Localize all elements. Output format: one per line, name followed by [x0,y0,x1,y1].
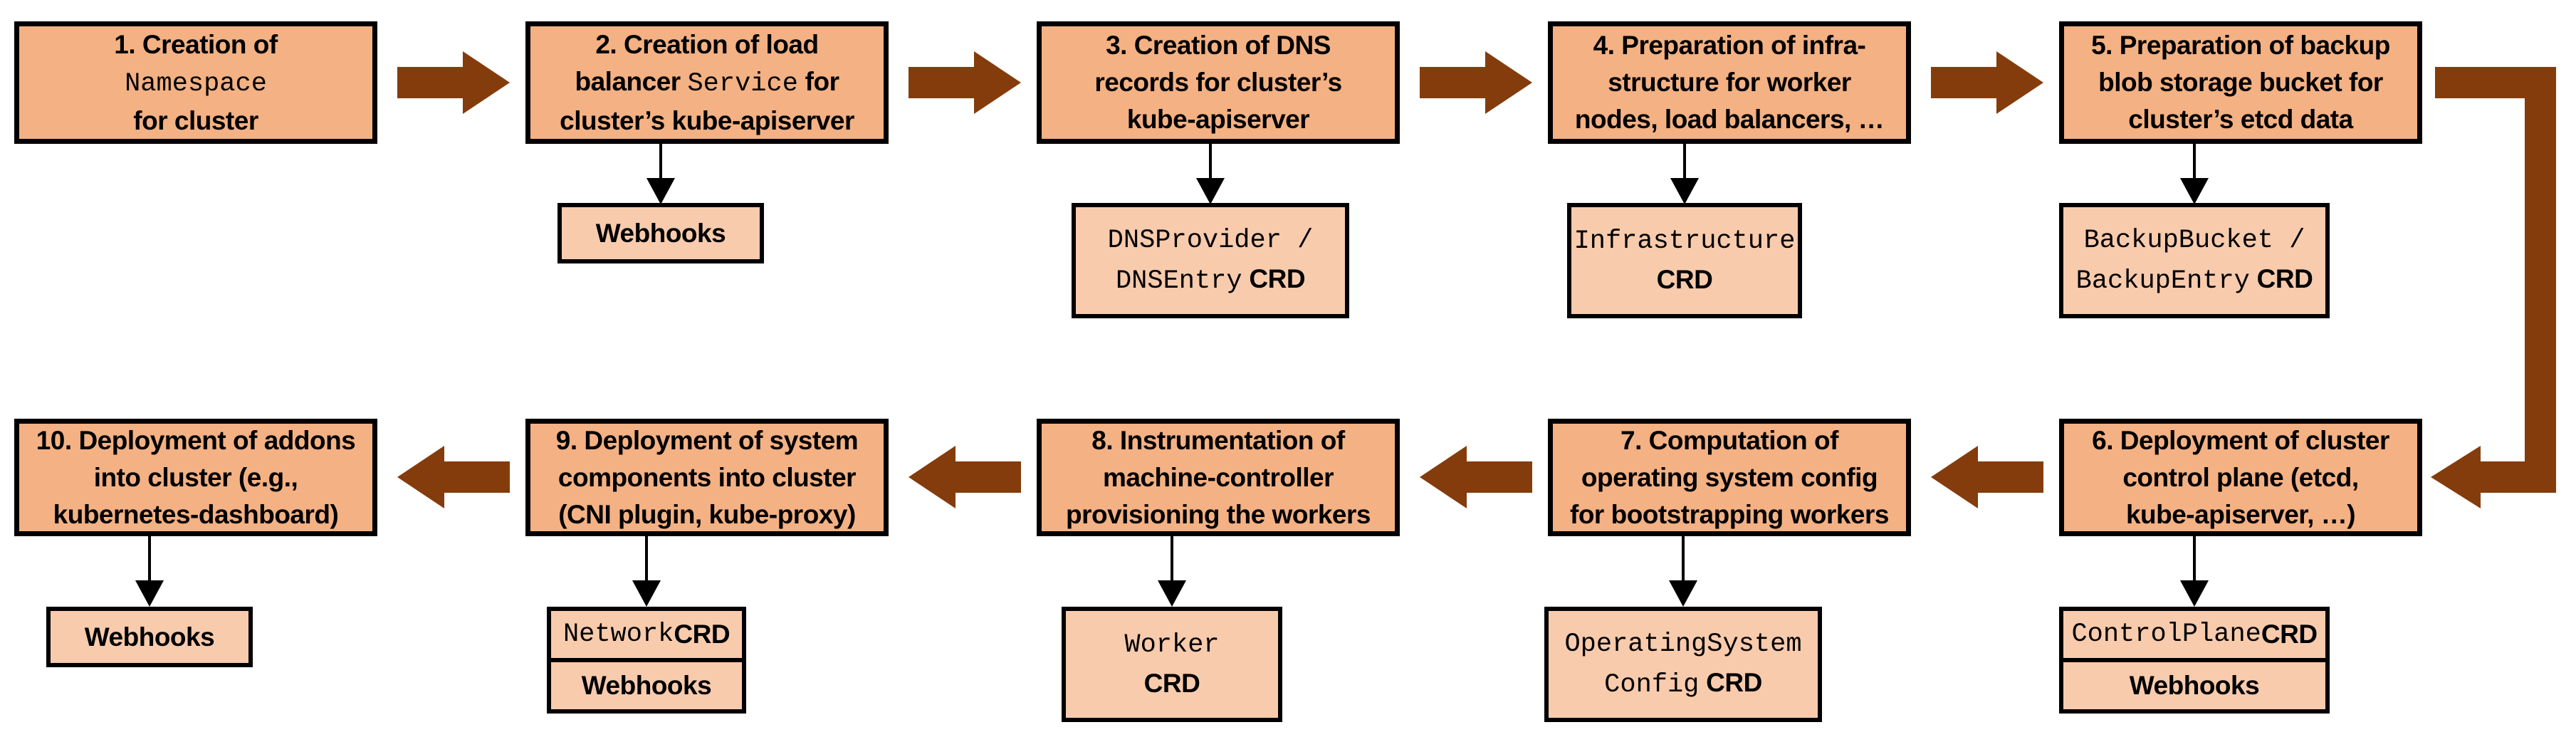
flow-arrow-6-7 [1978,461,2043,493]
step-10-line-3: kubernetes-dashboard) [53,499,339,529]
step-9-box: 9. Deployment of system components into … [525,419,889,536]
down-arrowhead-step-8 [1158,580,1186,607]
step-3-line-2: records for cluster’s [1094,68,1342,97]
step-5-box: 5. Preparation of backup blob storage bu… [2059,21,2422,144]
step-3-line-3: kube-apiserver [1126,105,1310,134]
flow-arrow-2-3 [909,67,974,98]
flow-arrowhead-1-2 [463,51,510,114]
flow-arrow-4-5 [1931,67,1996,98]
down-arrow-step-9 [645,536,648,582]
step-1-line-1: 1. Creation of [114,29,278,59]
step-8-box: 8. Instrumentation of machine-controller… [1037,419,1400,536]
step-7-line-1: 7. Computation of [1621,425,1838,455]
step-5-line-3: cluster’s etcd data [2128,105,2353,134]
flow-arrow-7-8 [1467,461,1532,493]
crd-box-worker: Worker CRD [1062,607,1282,722]
step-8-line-1: 8. Instrumentation of [1091,425,1345,455]
webhooks-box-step-6: Webhooks [2063,658,2325,709]
down-arrowhead-step-4 [1670,178,1699,204]
elbow-arrowhead-5-6 [2431,446,2481,508]
flow-arrowhead-4-5 [1996,51,2043,114]
crd-box-controlplane: ControlPlane CRD [2071,620,2318,649]
step-1-line-3: for cluster [133,105,258,135]
down-arrowhead-step-9 [632,580,661,607]
down-arrow-step-4 [1683,144,1686,179]
down-arrowhead-step-6 [2180,580,2209,607]
crd-webhooks-stack-step-9: Network CRD Webhooks [547,607,746,714]
step-9-line-2: components into cluster [557,462,857,492]
webhooks-box-step-9: Webhooks [551,658,742,709]
flow-arrow-9-10 [444,461,510,493]
down-arrow-step-5 [2193,144,2196,179]
step-3-line-1: 3. Creation of DNS [1106,31,1331,60]
flow-arrowhead-6-7 [1931,446,1978,508]
step-2-box: 2. Creation of load balancer Service for… [525,21,889,144]
down-arrow-step-8 [1171,536,1173,582]
step-8-line-2: machine-controller [1102,462,1334,492]
down-arrow-step-2 [659,144,662,179]
crd-box-dns: DNSProvider / DNSEntry CRD [1072,203,1349,318]
webhooks-box-step-10: Webhooks [46,607,253,667]
step-4-line-2: structure for worker [1608,68,1851,97]
step-10-line-2: into cluster (e.g., [93,462,298,492]
step-2-line-2: balancer Service for [575,66,839,99]
step-1-line-2: Namespace [125,68,267,99]
down-arrow-step-7 [1682,536,1685,582]
step-5-line-1: 5. Preparation of backup [2091,31,2390,60]
down-arrow-step-3 [1209,144,1212,179]
step-10-box: 10. Deployment of addons into cluster (e… [14,419,377,536]
step-2-line-3: cluster’s kube-apiserver [560,105,854,135]
step-6-line-2: control plane (etcd, [2122,462,2359,492]
step-7-line-2: operating system config [1581,462,1878,492]
down-arrow-step-10 [148,536,151,582]
step-6-line-3: kube-apiserver, …) [2125,499,2356,529]
flow-arrowhead-7-8 [1420,446,1467,508]
down-arrow-step-6 [2193,536,2196,582]
step-4-box: 4. Preparation of infra- structure for w… [1548,21,1911,144]
crd-box-infrastructure: Infrastructure CRD [1567,203,1802,318]
flow-arrowhead-2-3 [974,51,1021,114]
step-7-line-3: for bootstrapping workers [1570,499,1889,529]
flow-arrowhead-3-4 [1485,51,1532,114]
step-2-line-1: 2. Creation of load [595,29,819,59]
crd-box-backup: BackupBucket / BackupEntry CRD [2059,203,2330,318]
flow-arrow-3-4 [1420,67,1485,98]
step-9-line-3: (CNI plugin, kube-proxy) [558,499,856,529]
webhooks-box-step-2: Webhooks [557,203,764,263]
flow-arrowhead-8-9 [909,446,955,508]
crd-webhooks-stack-step-6: ControlPlane CRD Webhooks [2059,607,2330,714]
step-4-line-1: 4. Preparation of infra- [1593,31,1866,60]
step-4-line-3: nodes, load balancers, … [1574,105,1885,134]
step-9-line-1: 9. Deployment of system [555,425,859,455]
step-6-box: 6. Deployment of cluster control plane (… [2059,419,2422,536]
step-1-box: 1. Creation of Namespace for cluster [14,21,377,144]
flow-arrow-8-9 [955,461,1021,493]
step-3-box: 3. Creation of DNS records for cluster’s… [1037,21,1400,144]
flow-arrowhead-9-10 [397,446,444,508]
down-arrowhead-step-3 [1196,178,1225,204]
crd-box-operatingsystemconfig: OperatingSystem Config CRD [1544,607,1822,722]
flow-arrow-1-2 [397,67,463,98]
step-8-line-3: provisioning the workers [1066,499,1371,529]
down-arrowhead-step-7 [1669,580,1697,607]
down-arrowhead-step-10 [135,580,164,607]
step-7-box: 7. Computation of operating system confi… [1548,419,1911,536]
crd-box-network: Network CRD [562,620,731,649]
step-10-line-1: 10. Deployment of addons [36,425,356,455]
down-arrowhead-step-5 [2180,178,2209,204]
step-5-line-2: blob storage bucket for [2098,68,2383,97]
down-arrowhead-step-2 [646,178,675,204]
step-6-line-1: 6. Deployment of cluster [2092,425,2389,455]
